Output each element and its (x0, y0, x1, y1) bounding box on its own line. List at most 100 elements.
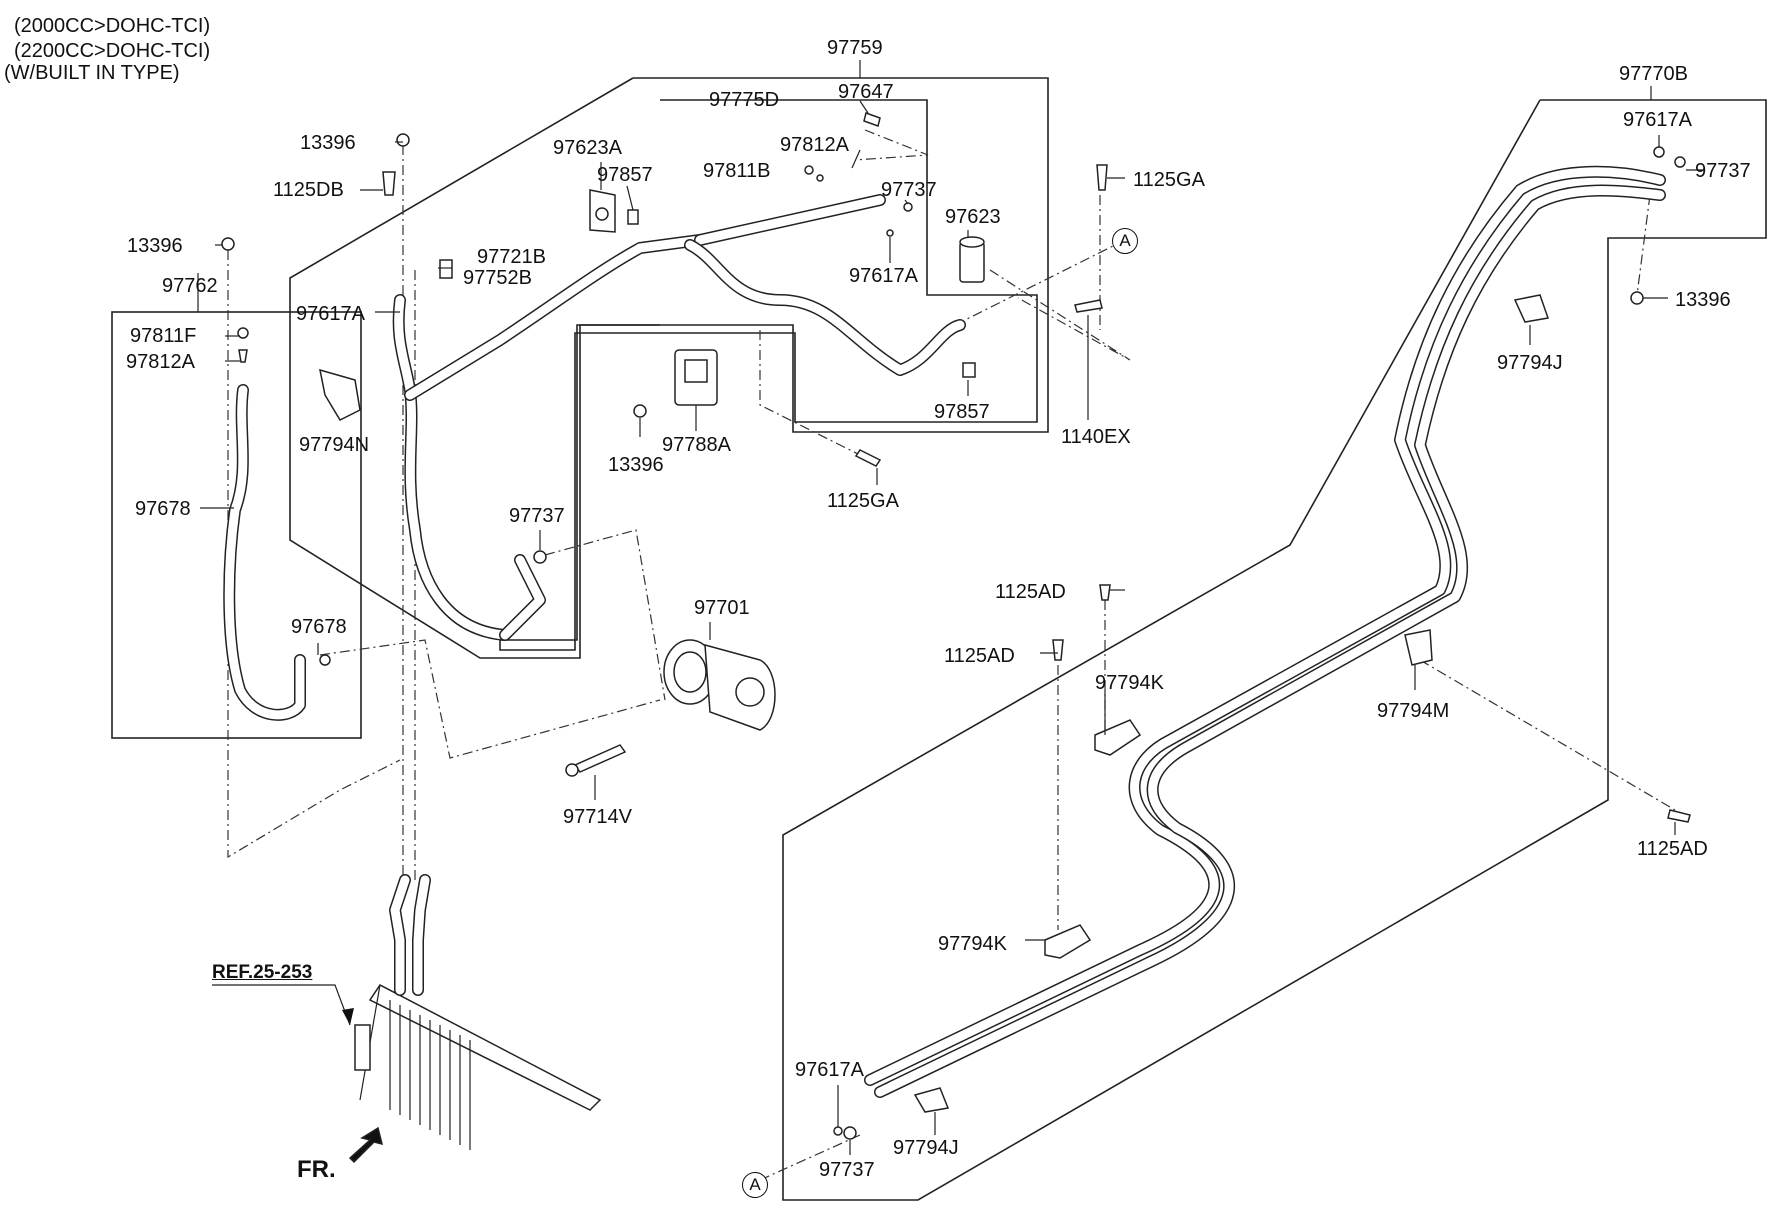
part-label-97752B[interactable]: 97752B (463, 267, 532, 289)
receiver-drier (959, 236, 985, 283)
part-label-1125DB[interactable]: 1125DB (273, 179, 344, 201)
leader-dash (227, 250, 401, 859)
part-label-97617A-top[interactable]: 97617A (849, 265, 918, 287)
bracket-97788A (674, 349, 718, 406)
bolt-1140EX (1074, 299, 1103, 313)
part-label-97623[interactable]: 97623 (945, 206, 1001, 228)
part-label-13396-c[interactable]: 13396 (608, 454, 664, 476)
part-label-97623A[interactable]: 97623A (553, 137, 622, 159)
part-label-97647[interactable]: 97647 (838, 81, 894, 103)
sensor-97721B (439, 259, 453, 279)
nut-13396-b (221, 237, 235, 251)
leader-dash (759, 1134, 861, 1181)
leader-dash (759, 330, 871, 461)
bolt-97647 (863, 112, 881, 127)
part-label-97811F[interactable]: 97811F (130, 325, 197, 347)
part-label-97811B[interactable]: 97811B (703, 160, 771, 182)
group-box-97770B (782, 99, 1767, 1201)
condenser (368, 984, 602, 1111)
part-label-97794J-bottom[interactable]: 97794J (893, 1137, 959, 1159)
seal-97811B (804, 165, 814, 175)
part-label-97617A-left[interactable]: 97617A (296, 303, 365, 325)
leader-dash (989, 269, 1131, 361)
part-label-97617A-bottom[interactable]: 97617A (795, 1059, 864, 1081)
part-label-97759[interactable]: 97759 (827, 37, 883, 59)
engine-note-3: (W/BUILT IN TYPE) (4, 62, 180, 84)
bracket-97794J-upper (1513, 294, 1549, 323)
part-label-13396-b[interactable]: 13396 (127, 235, 183, 257)
seal-97678-b (319, 654, 331, 666)
compressor (663, 639, 776, 731)
bolt-1125GA-mid (854, 449, 882, 467)
bolt-1125AD-right (1667, 809, 1691, 823)
engine-note-1: (2000CC>DOHC-TCI) (14, 15, 211, 37)
fr-arrow (348, 1126, 384, 1164)
leader-dash (544, 529, 666, 701)
part-label-13396-right[interactable]: 13396 (1675, 289, 1731, 311)
part-label-97812A-left[interactable]: 97812A (126, 351, 195, 373)
part-label-1125GA-top[interactable]: 1125GA (1133, 169, 1205, 191)
part-label-97812A-top[interactable]: 97812A (780, 134, 849, 156)
part-label-97788A[interactable]: 97788A (662, 434, 731, 456)
front-direction-label: FR. (297, 1156, 336, 1183)
seal-97737-mid (533, 550, 547, 564)
part-label-13396-a[interactable]: 13396 (300, 132, 356, 154)
part-label-97762[interactable]: 97762 (162, 275, 218, 297)
part-label-1125AD-a[interactable]: 1125AD (995, 581, 1066, 603)
valve-97812A-top (816, 174, 824, 182)
part-label-97737-bottom[interactable]: 97737 (819, 1159, 875, 1181)
fitting-97623A (589, 189, 616, 233)
nut-13396-a (396, 133, 410, 147)
part-label-97721B[interactable]: 97721B (477, 246, 546, 268)
connector-marker-a-bottom: A (742, 1172, 768, 1198)
part-label-97737-mid[interactable]: 97737 (509, 505, 565, 527)
leader-dash (854, 129, 929, 161)
part-label-97770B[interactable]: 97770B (1619, 63, 1688, 85)
part-label-97737-right[interactable]: 97737 (1695, 160, 1751, 182)
part-label-97794K-b[interactable]: 97794K (938, 933, 1007, 955)
fitting-97617A-bottom (833, 1126, 843, 1136)
part-label-97737-top[interactable]: 97737 (881, 179, 937, 201)
bracket-97794M (1404, 629, 1433, 666)
part-label-97678-b[interactable]: 97678 (291, 616, 347, 638)
fitting-97737-right (1674, 156, 1686, 168)
bolt-1125DB (382, 171, 396, 196)
condenser-fins (359, 984, 471, 1150)
part-label-97794K-a[interactable]: 97794K (1095, 672, 1164, 694)
part-label-97714V[interactable]: 97714V (563, 806, 632, 828)
part-label-97678-a[interactable]: 97678 (135, 498, 191, 520)
part-label-97701[interactable]: 97701 (694, 597, 750, 619)
bolt-1125AD-a (1099, 584, 1111, 601)
leader-dash (1636, 194, 1651, 296)
bracket-97794K-lower (1044, 924, 1092, 959)
part-label-1125AD-b[interactable]: 1125AD (944, 645, 1015, 667)
nut-13396-c (633, 404, 647, 418)
seal-97811F (237, 327, 249, 339)
part-label-97857-top[interactable]: 97857 (597, 164, 653, 186)
part-label-97775D[interactable]: 97775D (709, 89, 780, 111)
engine-note-2: (2200CC>DOHC-TCI) (14, 40, 211, 62)
leader-dash (319, 639, 661, 759)
bolt-1125GA-top (1096, 164, 1108, 191)
seal-97617A-top (886, 229, 894, 237)
part-label-97857-right[interactable]: 97857 (934, 401, 990, 423)
label-leaders (197, 60, 1705, 1155)
part-label-1125GA-mid[interactable]: 1125GA (827, 490, 899, 512)
bracket-97794K-upper (1094, 719, 1142, 756)
clip-97794N (319, 368, 361, 421)
part-label-1140EX[interactable]: 1140EX (1061, 426, 1131, 448)
leader-dash (964, 239, 1126, 321)
reference-label[interactable]: REF.25-253 (212, 962, 313, 983)
part-label-97794N[interactable]: 97794N (299, 434, 370, 456)
nut-13396-right (1630, 291, 1644, 305)
bolt-97714V (565, 744, 627, 777)
connector-marker-a-top: A (1112, 228, 1138, 254)
part-label-97617A-right[interactable]: 97617A (1623, 109, 1692, 131)
part-label-97794J-right[interactable]: 97794J (1497, 352, 1563, 374)
group-box-97762 (111, 311, 362, 739)
bolt-1125AD-b (1052, 639, 1064, 661)
part-label-97794M[interactable]: 97794M (1377, 700, 1450, 722)
part-label-1125AD-c[interactable]: 1125AD (1637, 838, 1708, 860)
fitting-97737-bottom (843, 1126, 857, 1140)
